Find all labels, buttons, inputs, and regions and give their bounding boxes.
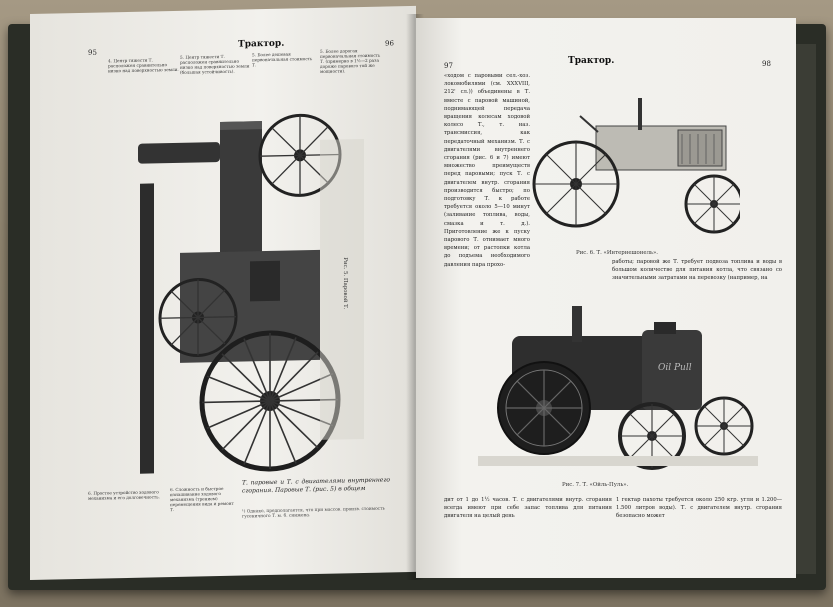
left-note-1: 4. Центр тяжести Т. расположен сравнител… [108,57,179,74]
left-page-number: 95 [88,48,97,57]
figure-6-caption: Рис. 6. Т. «Интернешонель». [576,250,658,256]
tractor-oil-pull-illustration: Oil Pull [478,306,758,470]
left-note-3: 5. Более дешевая первоначальная стоимост… [252,51,313,68]
left-footnote: ¹) Однако, предполагается, что при массо… [242,506,385,520]
tractor-internationale-illustration [532,98,740,234]
figure-5-caption: Рис. 5. Паровой Т. [342,257,348,310]
svg-text:Oil Pull: Oil Pull [658,363,692,373]
right-page: 97 Трактор. 98 «ходом с паровыми сел.-хо… [416,18,796,578]
book-spine-edge [796,44,816,574]
left-page: 95 Трактор. 96 4. Центр тяжести Т. распо… [30,5,416,581]
left-bottom-note-2: 6. Сложность и быстрое изнашивание ходов… [170,485,234,513]
figure-7-caption: Рис. 7. Т. «Ойль-Пуль». [562,482,629,488]
right-bottom-text-left: дит от 1 до 1½ часов. Т. с двигателями в… [444,497,612,520]
right-page-number: 97 [444,62,453,70]
right-top-text-left: «ходом с паровыми сел.-хоз. локомобилями… [444,73,530,268]
left-bottom-text: Т. паровые и Т. с двигателями внутреннег… [242,476,390,495]
left-bottom-note-1: 6. Простое устройство ходового механизма… [88,489,160,501]
steam-tractor-illustration [138,113,364,474]
left-note-4: 5. Более дорогая первоначальная стоимост… [320,48,381,74]
right-top-text-right: работы; паровой же Т. требует подвоза то… [612,259,782,282]
left-note-2: 5. Центр тяжести Т. расположен сравнител… [180,53,250,75]
right-bottom-text-right: 1 гектар пахоты требуется около 250 кгр.… [616,497,782,520]
right-running-head: Трактор. [568,56,615,66]
left-page-number-2: 96 [385,39,394,48]
left-running-head: Трактор. [238,38,285,50]
right-page-number-2: 98 [762,60,771,68]
